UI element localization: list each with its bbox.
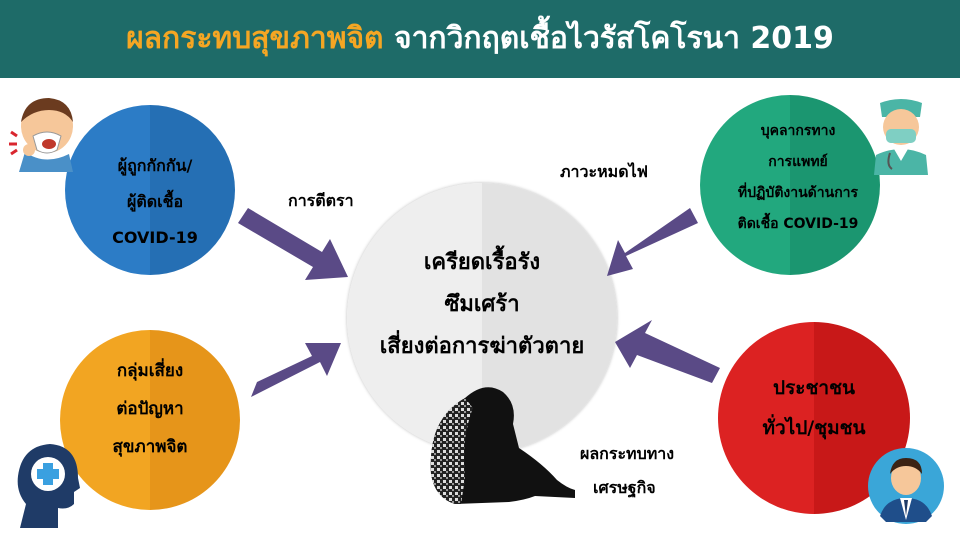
medical-line-1: บุคลากรทาง — [760, 123, 836, 139]
page-title: ผลกระทบสุขภาพจิต จากวิกฤตเชื้อไวรัสโคโรน… — [0, 0, 960, 78]
circle-isolated-patients — [65, 105, 235, 275]
label-economic-1: ผลกระทบทาง — [580, 444, 675, 463]
isolated-line-3: COVID-19 — [112, 228, 198, 247]
sitting-person-silhouette-icon — [430, 387, 575, 504]
general-public-text: ประชาชน ทั่วไป/ชุมชน — [718, 368, 910, 448]
medical-line-2: การแพทย์ — [768, 154, 828, 170]
title-part-2: จากวิกฤตเชื้อไวรัสโคโรนา 2019 — [393, 21, 834, 56]
medical-line-4: ติดเชื้อ COVID-19 — [737, 216, 859, 232]
risk-line-1: กลุ่มเสี่ยง — [116, 361, 184, 381]
center-text: เครียดเรื้อรัง ซึมเศร้า เสี่ยงต่อการฆ่าต… — [347, 242, 617, 368]
public-line-1: ประชาชน — [773, 377, 855, 399]
label-burnout: ภาวะหมดไฟ — [560, 162, 648, 181]
businessman-icon — [868, 448, 944, 524]
center-line-2: ซึมเศร้า — [444, 292, 520, 317]
public-line-2: ทั่วไป/ชุมชน — [762, 417, 866, 439]
doctor-icon — [874, 99, 928, 175]
arrow-bottom-left — [251, 343, 341, 397]
circle-medical-staff — [700, 95, 880, 275]
risk-line-3: สุขภาพจิต — [112, 437, 188, 457]
isolated-line-1: ผู้ถูกกักกัน/ — [117, 156, 193, 175]
header-bar — [0, 0, 960, 78]
label-economic-2: เศรษฐกิจ — [593, 478, 656, 497]
isolated-patients-text: ผู้ถูกกักกัน/ ผู้ติดเชื้อ COVID-19 — [70, 148, 240, 256]
risk-line-2: ต่อปัญหา — [116, 399, 184, 419]
medical-staff-text: บุคลากรทาง การแพทย์ ที่ปฏิบัติงานด้านการ… — [712, 116, 884, 240]
arrow-bottom-right — [615, 320, 720, 383]
circle-risk-group — [60, 330, 240, 510]
arrow-top-left — [238, 208, 348, 280]
arrow-top-right — [607, 208, 698, 276]
head-medical-cross-icon — [17, 444, 80, 528]
sick-person-icon — [9, 98, 73, 172]
risk-group-text: กลุ่มเสี่ยง ต่อปัญหา สุขภาพจิต — [60, 352, 240, 466]
medical-line-3: ที่ปฏิบัติงานด้านการ — [737, 185, 859, 201]
label-stigma: การตีตรา — [288, 191, 354, 210]
center-line-1: เครียดเรื้อรัง — [423, 250, 541, 275]
isolated-line-2: ผู้ติดเชื้อ — [126, 192, 184, 211]
center-line-3: เสี่ยงต่อการฆ่าตัวตาย — [379, 334, 585, 359]
title-part-1: ผลกระทบสุขภาพจิต — [126, 21, 384, 56]
